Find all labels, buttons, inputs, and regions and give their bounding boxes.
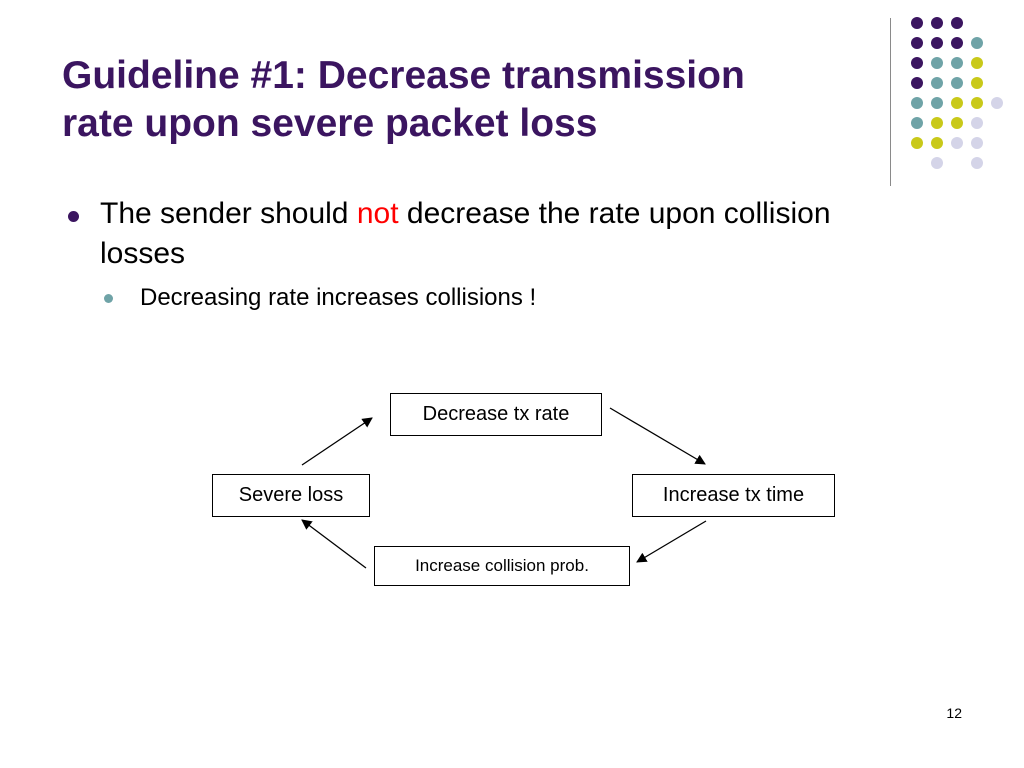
bullet-dot-icon — [68, 211, 79, 222]
node-severe-loss: Severe loss — [212, 474, 370, 517]
bullet-item-1: The sender should not decrease the rate … — [62, 194, 882, 274]
arrow-collision-to-severe — [301, 519, 367, 569]
decorative-dot-grid — [911, 17, 1003, 169]
bullet-1-text-after: decrease the rate upon collision losses — [100, 197, 831, 270]
title-line-2: rate upon severe packet loss — [62, 102, 598, 145]
arrow-increase-time-to-collision — [636, 520, 707, 563]
arrow-severe-to-decrease — [301, 417, 373, 466]
sub-bullet-item-1: Decreasing rate increases collisions ! — [62, 282, 882, 314]
arrow-decrease-to-increase-time — [609, 407, 706, 465]
sub-bullet-1-text: Decreasing rate increases collisions ! — [140, 284, 537, 311]
title-divider-line — [890, 18, 891, 186]
title-line-1: Guideline #1: Decrease transmission — [62, 54, 745, 97]
sub-bullet-dot-icon — [104, 294, 113, 303]
node-decrease-tx-rate: Decrease tx rate — [390, 393, 602, 436]
node-increase-collision-prob: Increase collision prob. — [374, 546, 630, 586]
bullet-1-text-before: The sender should — [100, 197, 357, 230]
bullet-list: The sender should not decrease the rate … — [62, 194, 882, 314]
node-increase-tx-time: Increase tx time — [632, 474, 835, 517]
slide-title: Guideline #1: Decrease transmission rate… — [62, 52, 862, 148]
bullet-1-highlight: not — [356, 197, 399, 230]
page-number: 12 — [946, 705, 962, 721]
